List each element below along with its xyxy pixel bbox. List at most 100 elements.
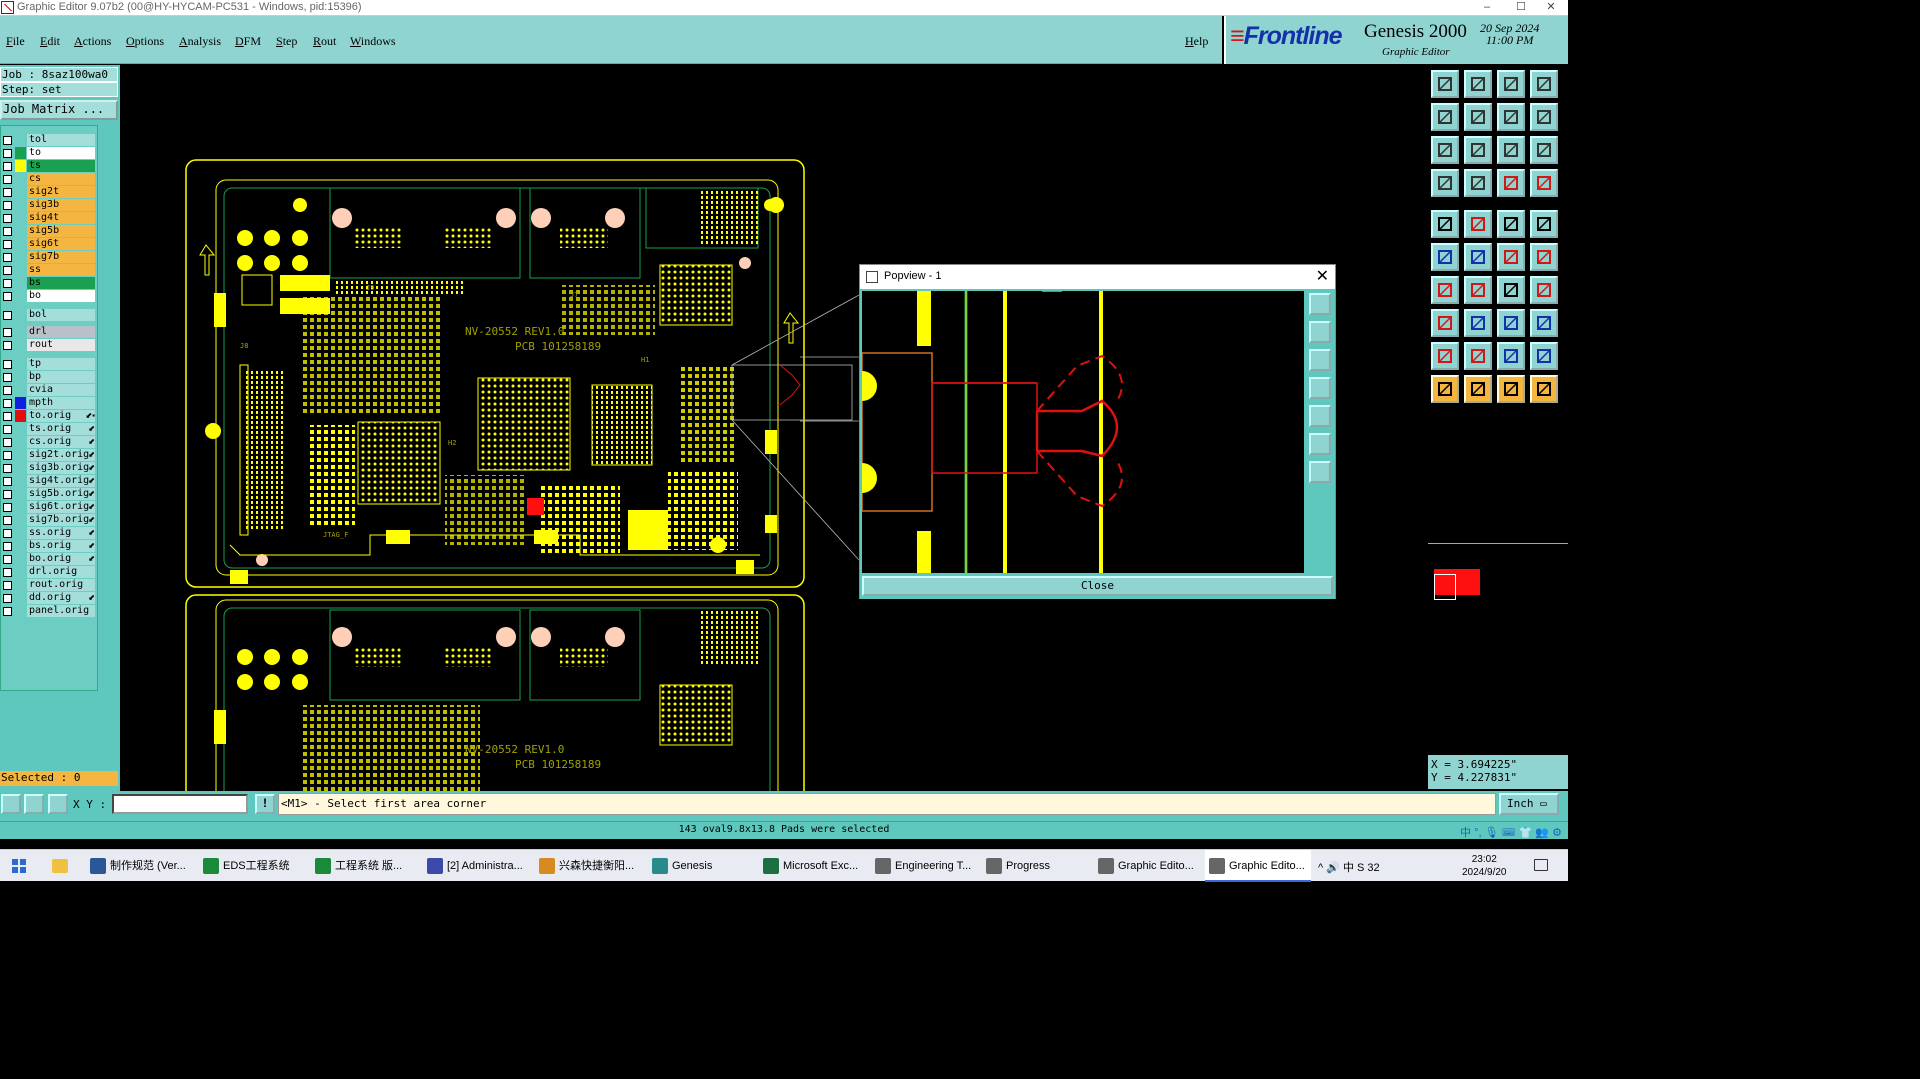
triangle4-icon[interactable]	[1530, 342, 1558, 370]
popview-close-button[interactable]: Close	[862, 576, 1333, 596]
layer-name[interactable]: bp	[27, 371, 95, 383]
triangle-icon[interactable]	[1431, 342, 1459, 370]
layer-row-ss-orig[interactable]: ss.orig⬋	[1, 527, 97, 539]
flip-icon[interactable]	[1530, 276, 1558, 304]
layer-row-sig2t[interactable]: sig2t	[1, 186, 97, 198]
select-tool-icon[interactable]	[1, 794, 21, 814]
layer-checkbox[interactable]	[3, 555, 12, 564]
filter-icon[interactable]	[1431, 169, 1459, 197]
layer-row-bo[interactable]: bo	[1, 290, 97, 302]
layer-checkbox[interactable]	[3, 386, 12, 395]
layer-row-ss[interactable]: ss	[1, 264, 97, 276]
layer-checkbox[interactable]	[3, 201, 12, 210]
layer-checkbox[interactable]	[3, 399, 12, 408]
dot-icon[interactable]	[1530, 210, 1558, 238]
execute-button[interactable]: !	[255, 794, 275, 814]
layer-row-panel-orig[interactable]: panel.orig	[1, 605, 97, 617]
menu-help[interactable]: Help	[1185, 34, 1209, 48]
line-icon[interactable]	[1464, 210, 1492, 238]
scale-1-2-icon[interactable]	[1497, 136, 1525, 164]
move-icon[interactable]	[1497, 309, 1525, 337]
layer-name[interactable]: bs.orig	[27, 540, 95, 552]
layer-checkbox[interactable]	[3, 240, 12, 249]
layer-checkbox[interactable]	[3, 292, 12, 301]
layer-checkbox[interactable]	[3, 581, 12, 590]
menu-edit[interactable]: Edit	[40, 34, 61, 48]
minimize-button[interactable]: –	[1483, 1, 1491, 13]
connect-icon[interactable]	[1431, 243, 1459, 271]
menu-rout[interactable]: Rout	[313, 34, 337, 48]
layer-row-bol[interactable]: bol	[1, 309, 97, 321]
layer-checkbox[interactable]	[3, 266, 12, 275]
popview-close-icon[interactable]: ✕	[1315, 268, 1329, 285]
layer-checkbox[interactable]	[3, 568, 12, 577]
xy-input[interactable]	[112, 794, 248, 814]
taskbar-item[interactable]: EDS工程系统	[199, 850, 307, 882]
layer-color-swatch[interactable]	[15, 410, 26, 422]
layer-row-sig3b-orig[interactable]: sig3b.orig⬋	[1, 462, 97, 474]
layer-row-drl-orig[interactable]: drl.orig	[1, 566, 97, 578]
layer-checkbox[interactable]	[3, 542, 12, 551]
layer-name[interactable]: sig6t	[27, 238, 95, 250]
layer-name[interactable]: ss.orig	[27, 527, 95, 539]
layer-name[interactable]: to	[27, 147, 95, 159]
popview-pan-up-button[interactable]	[1309, 321, 1331, 343]
layer-name[interactable]: dd.orig	[27, 592, 95, 604]
layer-row-tp[interactable]: tp	[1, 358, 97, 370]
popview-canvas[interactable]	[861, 290, 1304, 573]
layer-checkbox[interactable]	[3, 412, 12, 421]
arc-icon[interactable]	[1497, 276, 1525, 304]
layer-checkbox[interactable]	[3, 188, 12, 197]
layer-checkbox[interactable]	[3, 425, 12, 434]
popview-pan-down-button[interactable]	[1309, 349, 1331, 371]
layer-checkbox[interactable]	[3, 279, 12, 288]
layer-name[interactable]: sig2t.orig	[27, 449, 95, 461]
layer-checkbox[interactable]	[3, 373, 12, 382]
menu-file[interactable]: File	[6, 34, 25, 48]
layer-row-tol[interactable]: tol	[1, 134, 97, 146]
layer-row-bo-orig[interactable]: bo.orig⬋	[1, 553, 97, 565]
layer-name[interactable]: rout.orig	[27, 579, 95, 591]
layer-row-sig6t-orig[interactable]: sig6t.orig⬋	[1, 501, 97, 513]
layer-row-ts[interactable]: ts	[1, 160, 97, 172]
cross-icon[interactable]	[1464, 243, 1492, 271]
layer-checkbox[interactable]	[3, 503, 12, 512]
grid-icon[interactable]	[1464, 169, 1492, 197]
popview-pan-right-button[interactable]	[1309, 405, 1331, 427]
layer-row-sig3b[interactable]: sig3b	[1, 199, 97, 211]
layer-color-swatch[interactable]	[15, 160, 26, 172]
layer-row-rout[interactable]: rout	[1, 339, 97, 351]
layer-row-cvia[interactable]: cvia	[1, 384, 97, 396]
layer-row-drl[interactable]: drl	[1, 326, 97, 338]
taskbar-item[interactable]: 工程系统 版...	[311, 850, 419, 882]
menu-windows[interactable]: Windows	[350, 34, 396, 48]
layer-row-sig7b[interactable]: sig7b	[1, 251, 97, 263]
layer-name[interactable]: sig3b.orig	[27, 462, 95, 474]
taskbar-item[interactable]: Graphic Edito...	[1205, 850, 1311, 882]
ruler-icon[interactable]	[1497, 210, 1525, 238]
taskbar-item[interactable]: Progress	[982, 850, 1090, 882]
measure-tool-icon[interactable]	[24, 794, 44, 814]
layer-name[interactable]: cs.orig	[27, 436, 95, 448]
layer-row-sig7b-orig[interactable]: sig7b.orig⬋	[1, 514, 97, 526]
layer-name[interactable]: ts.orig	[27, 423, 95, 435]
layer-row-sig4t-orig[interactable]: sig4t.orig⬋	[1, 475, 97, 487]
layer-name[interactable]: sig5b	[27, 225, 95, 237]
layer-row-to-orig[interactable]: to.orig⬋▪	[1, 410, 97, 422]
layer-row-dd-orig[interactable]: dd.orig⬋	[1, 592, 97, 604]
layer-name[interactable]: panel.orig	[27, 605, 95, 617]
notification-icon[interactable]	[1534, 859, 1548, 871]
menu-analysis[interactable]: Analysis	[179, 34, 222, 48]
layer-checkbox[interactable]	[3, 341, 12, 350]
pointer4-icon[interactable]	[1530, 375, 1558, 403]
layer-name[interactable]: sig5b.orig	[27, 488, 95, 500]
layer-color-swatch[interactable]	[15, 147, 26, 159]
layer-name[interactable]: bo	[27, 290, 95, 302]
pad-icon[interactable]	[1431, 210, 1459, 238]
add-icon[interactable]	[1431, 309, 1459, 337]
layer-checkbox[interactable]	[3, 175, 12, 184]
menu-actions[interactable]: Actions	[74, 34, 112, 48]
menu-options[interactable]: Options	[126, 34, 165, 48]
grid-tool-icon[interactable]	[48, 794, 68, 814]
layer-checkbox[interactable]	[3, 438, 12, 447]
